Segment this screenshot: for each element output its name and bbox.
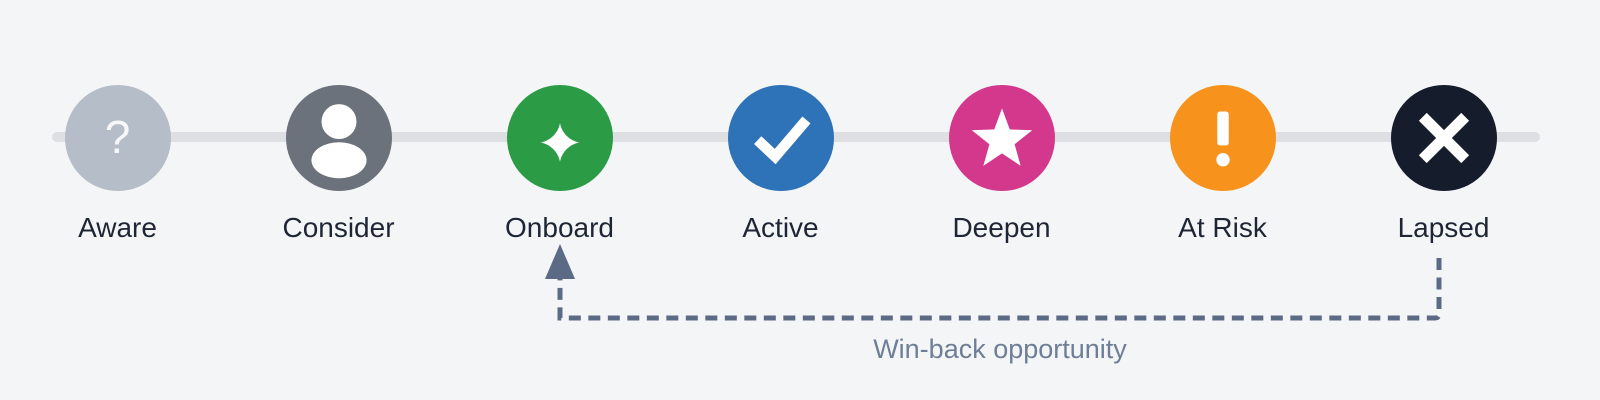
stage-active: Active [676,85,886,244]
check-icon [753,116,810,165]
stage-active-label: Active [742,212,819,243]
stage-onboard: Onboard [455,85,665,244]
stage-lapsed-label: Lapsed [1397,212,1490,243]
sparkle-icon [540,123,579,162]
question-icon: ? [104,111,131,163]
stage-lapsed: Lapsed [1339,85,1549,244]
x-icon [1418,112,1469,164]
winback-arrowhead [545,244,575,279]
stage-active-circle [727,85,834,191]
stage-deepen-label: Deepen [952,212,1051,243]
stage-consider: Consider [234,85,444,244]
stage-deepen: Deepen [897,85,1107,244]
exclamation-icon [1215,111,1230,167]
stage-consider-label: Consider [282,212,395,243]
stage-aware: ? Aware [13,85,223,244]
stage-onboard-circle [506,85,613,191]
stage-aware-label: Aware [78,212,157,243]
person-icon [310,104,367,179]
stage-onboard-label: Onboard [505,212,614,243]
winback-label: Win-back opportunity [873,334,1127,364]
stage-at-risk-label: At Risk [1178,212,1267,243]
stage-aware-circle: ? [64,85,171,191]
stage-at-risk: At Risk [1118,85,1328,244]
winback-dashed-path [557,258,1442,321]
stage-consider-circle [285,85,392,191]
stage-lapsed-circle [1390,85,1497,191]
stage-deepen-circle [948,85,1055,191]
stage-at-risk-circle [1169,85,1276,191]
star-icon [971,108,1032,166]
